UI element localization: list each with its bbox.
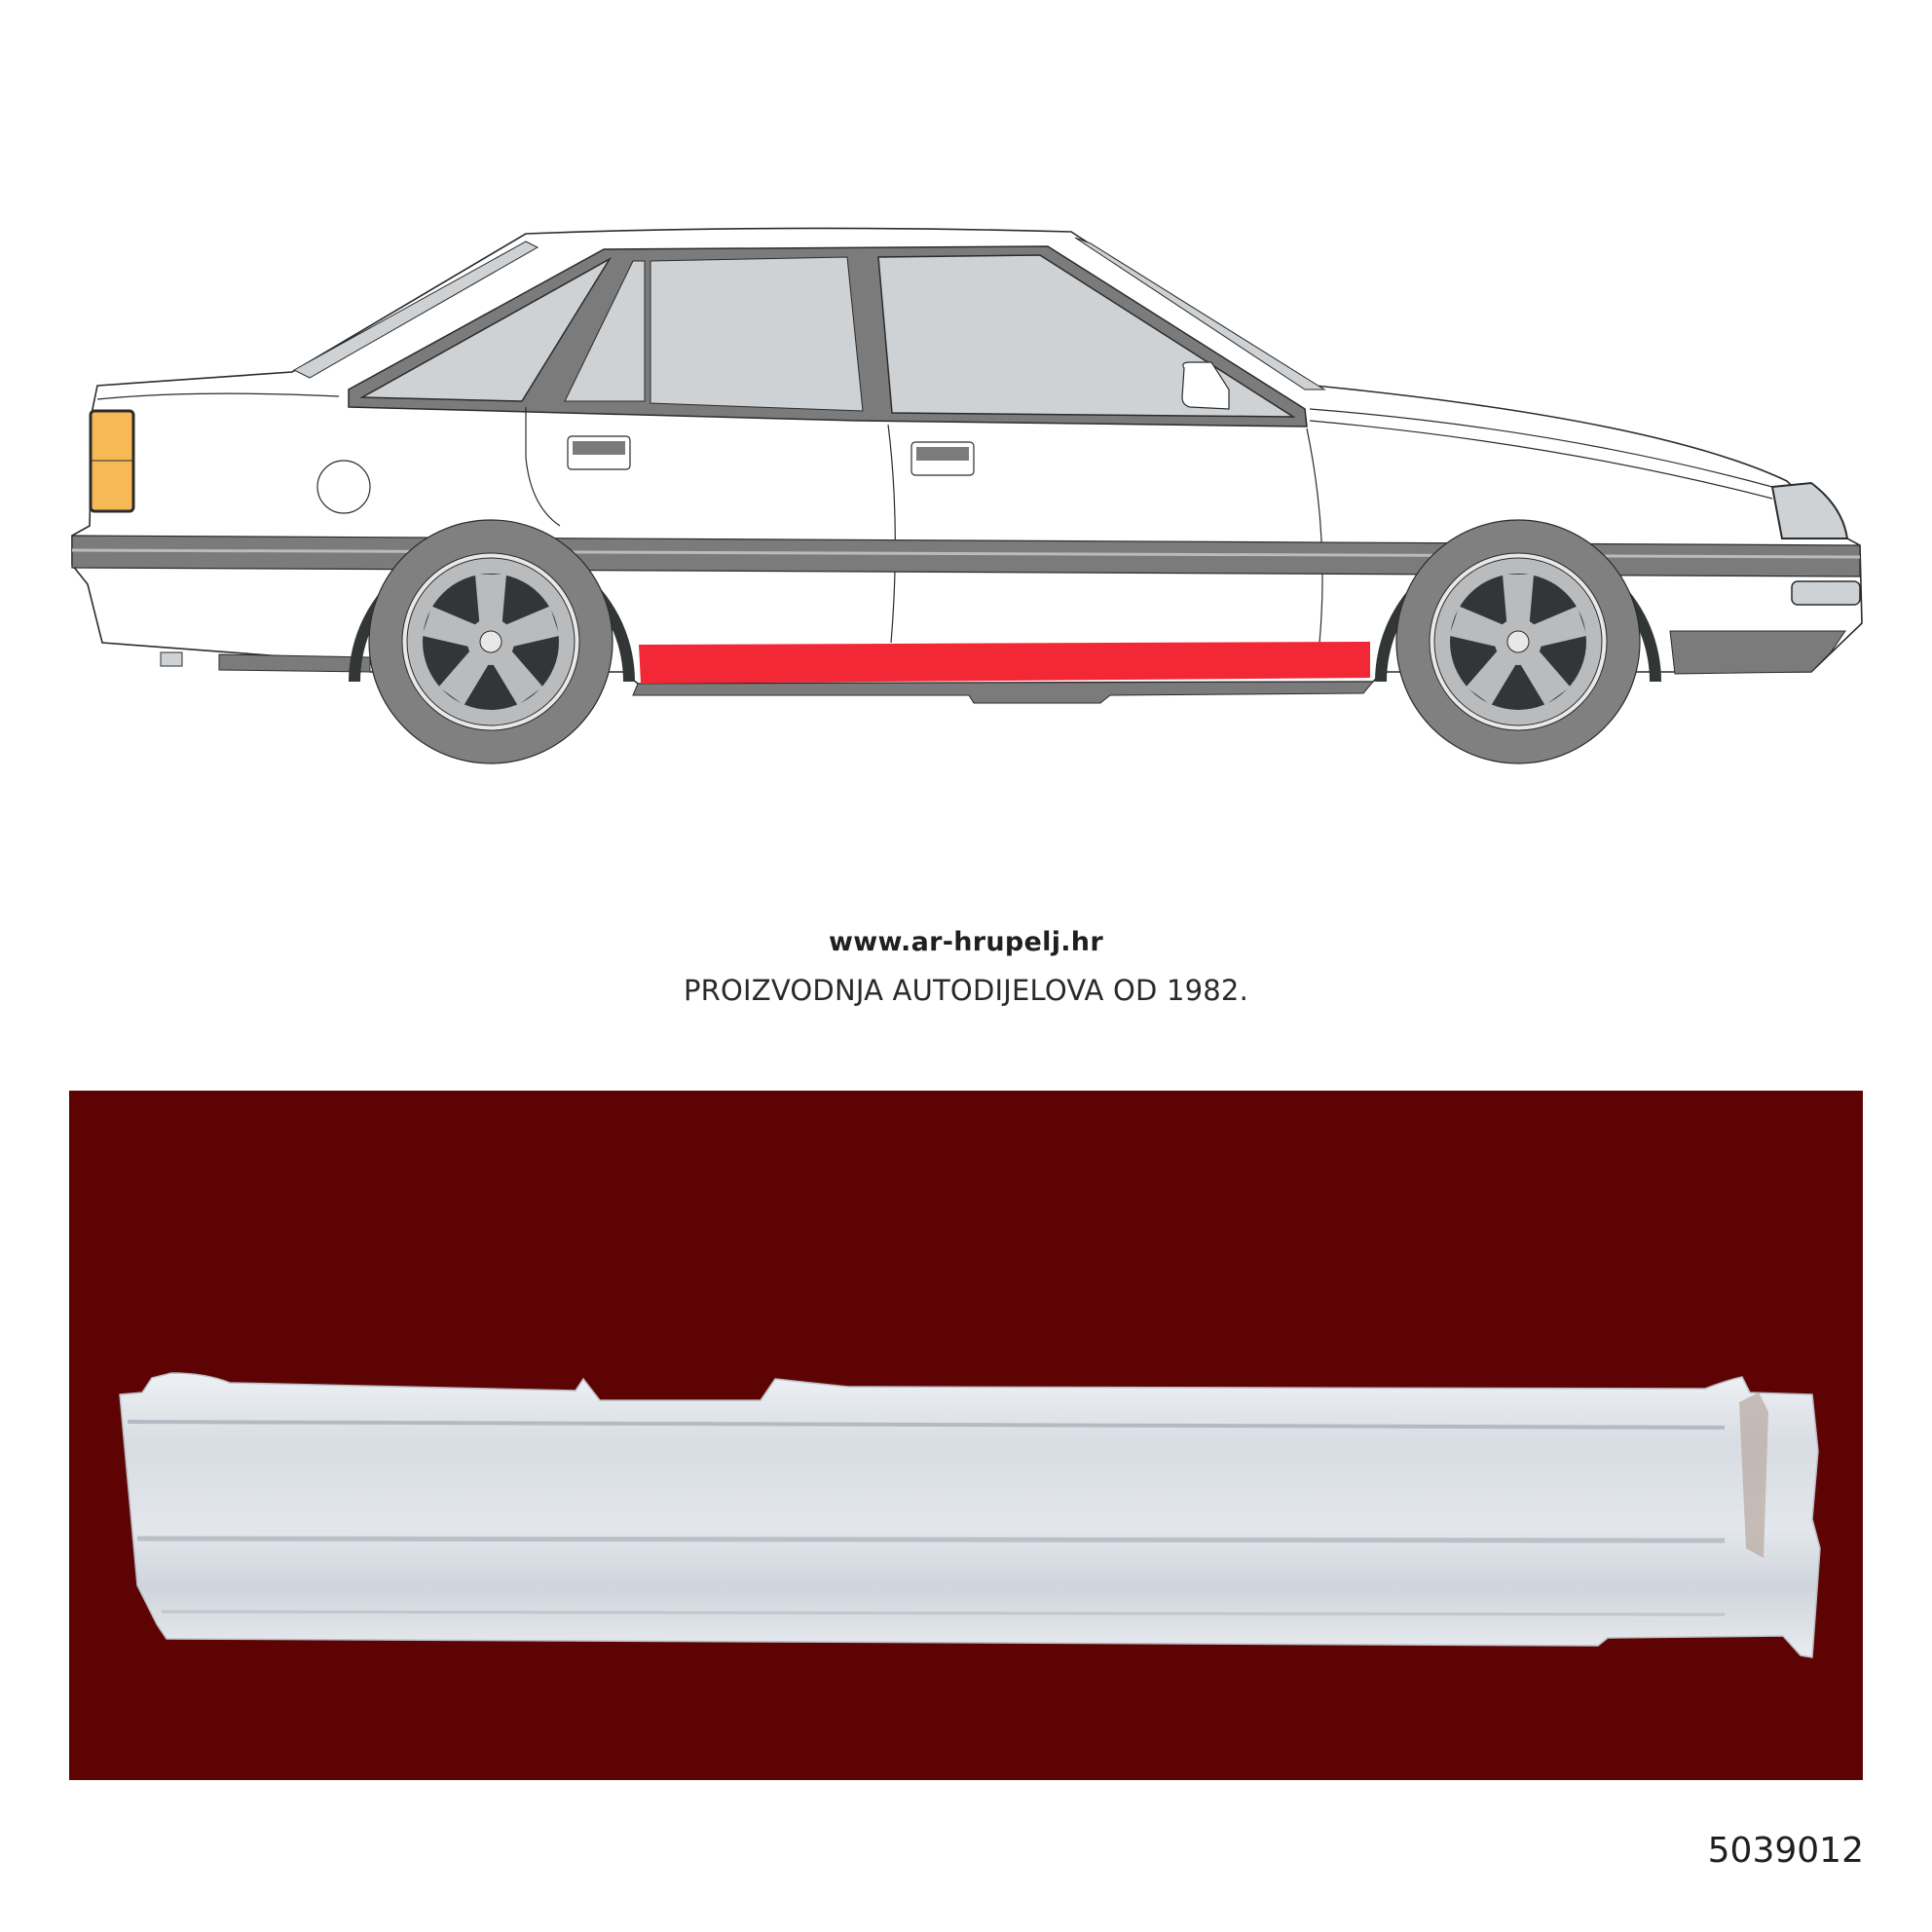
company-tagline: PROIZVODNJA AUTODIJELOVA OD 1982.	[683, 974, 1248, 1007]
rocker-panel-part-photo	[69, 1091, 1863, 1780]
rear-spoiler-strip	[292, 241, 539, 379]
rear-door-window	[564, 260, 646, 402]
rear-wheel	[368, 519, 613, 764]
quarter-window	[359, 256, 613, 402]
product-photo-panel	[69, 1091, 1863, 1780]
fuel-door	[316, 460, 371, 514]
car-illustration	[71, 227, 1863, 764]
side-mirror	[1181, 361, 1230, 410]
website-url: www.ar-hrupelj.hr	[829, 927, 1103, 957]
rear-door-window-main	[650, 256, 864, 412]
highlighted-rocker-panel	[639, 642, 1370, 684]
front-wheel	[1395, 519, 1641, 764]
part-number: 5039012	[1707, 1831, 1864, 1871]
headlight	[1770, 481, 1849, 539]
